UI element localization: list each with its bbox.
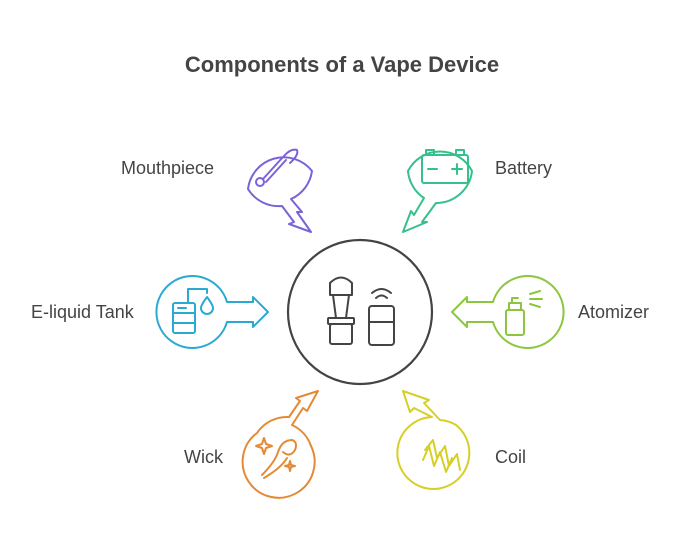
component-node-coil bbox=[396, 390, 471, 490]
center-node bbox=[286, 238, 434, 386]
e-liquid-tank-icon bbox=[172, 288, 214, 334]
component-node-mouthpiece bbox=[247, 148, 313, 233]
battery-icon bbox=[421, 149, 469, 184]
label-battery: Battery bbox=[495, 158, 553, 178]
component-node-wick bbox=[241, 390, 319, 499]
component-node-e-liquid-tank bbox=[155, 275, 269, 349]
label-e-liquid-tank: E-liquid Tank bbox=[31, 302, 134, 322]
label-wick: Wick bbox=[184, 447, 223, 467]
label-mouthpiece: Mouthpiece bbox=[121, 158, 215, 178]
component-node-atomizer bbox=[451, 275, 565, 349]
diagram-title: Components of a Vape Device bbox=[184, 52, 500, 77]
label-atomizer: Atomizer bbox=[578, 302, 650, 322]
label-coil: Coil bbox=[495, 447, 527, 467]
component-node-battery bbox=[402, 149, 473, 233]
coil-icon bbox=[422, 439, 461, 473]
wick-icon bbox=[255, 437, 297, 479]
mouthpiece-icon bbox=[255, 148, 299, 187]
vape-device-icon bbox=[327, 276, 395, 346]
atomizer-icon bbox=[505, 290, 543, 336]
